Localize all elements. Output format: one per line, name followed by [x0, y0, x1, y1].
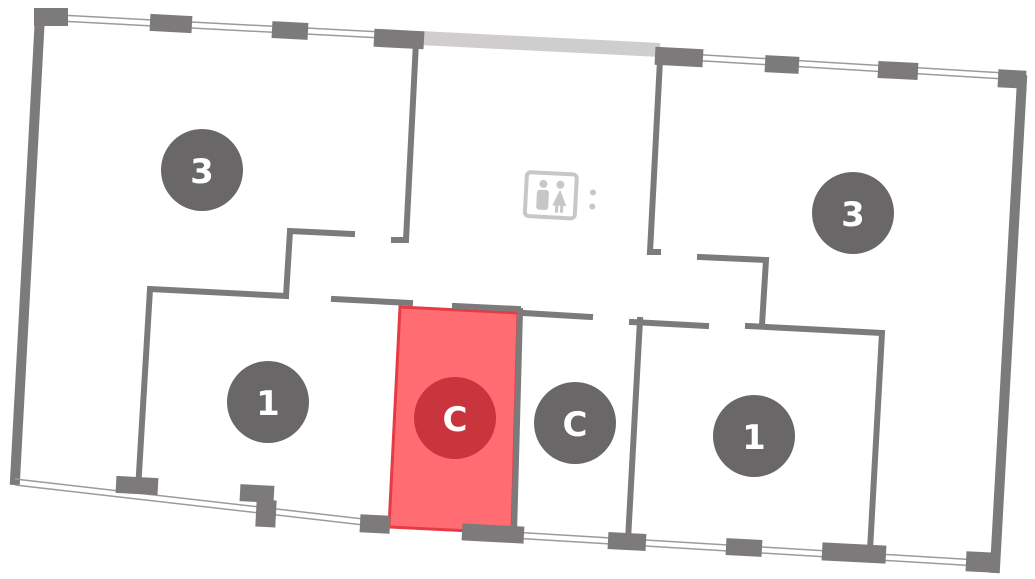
- unit-label-bottom-right: 1: [742, 418, 766, 458]
- outer-walls: [9, 10, 1028, 574]
- unit-badge-storage[interactable]: C: [534, 382, 616, 464]
- unit-label-storage: C: [563, 405, 588, 445]
- unit-badge-top-right[interactable]: 3: [812, 172, 894, 254]
- unit-label-top-right: 3: [841, 195, 865, 235]
- window-strip-top: [419, 31, 661, 57]
- unit-badge-bottom-right[interactable]: 1: [713, 395, 795, 477]
- restroom-icon: [522, 170, 597, 221]
- unit-badge-storage-selected[interactable]: C: [414, 377, 496, 459]
- interior-walls: [134, 38, 886, 554]
- wall-blocks: [34, 8, 1027, 573]
- unit-label-top-left: 3: [190, 152, 214, 192]
- unit-badge-top-left[interactable]: 3: [161, 129, 243, 211]
- unit-label-storage-selected: C: [443, 400, 468, 440]
- unit-badge-bottom-left[interactable]: 1: [227, 361, 309, 443]
- unit-label-bottom-left: 1: [256, 384, 280, 424]
